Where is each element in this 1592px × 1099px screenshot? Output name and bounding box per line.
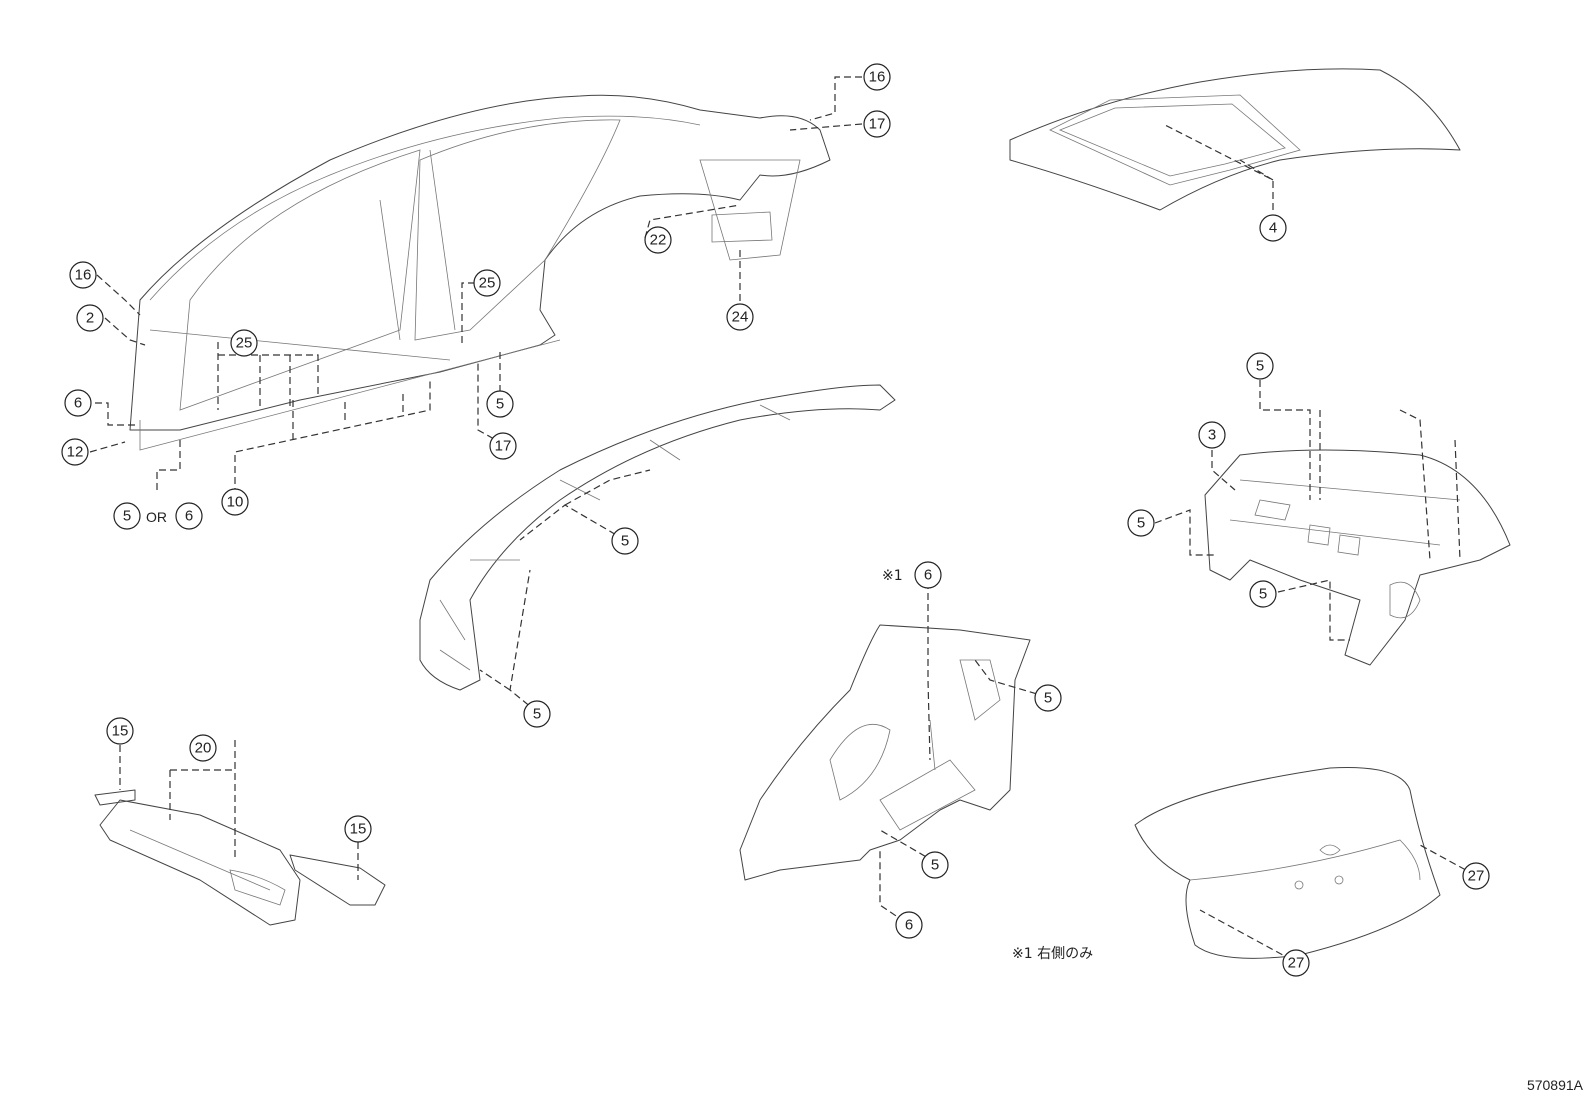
side-body-panel — [129, 94, 831, 451]
svg-text:27: 27 — [1288, 955, 1305, 972]
roof-side-rail — [419, 384, 896, 691]
callout-5-rear-left: 5 — [1127, 509, 1155, 537]
svg-text:24: 24 — [732, 309, 749, 326]
luggage-door — [1134, 767, 1441, 959]
svg-text:3: 3 — [1208, 427, 1216, 444]
callout-27-right: 27 — [1462, 862, 1490, 890]
svg-text:2: 2 — [86, 310, 94, 327]
svg-text:12: 12 — [67, 444, 84, 461]
footnote-right-side-only: ※1 右側のみ — [1012, 946, 1093, 962]
svg-text:5: 5 — [931, 857, 939, 874]
callout-5-sill: 5 — [486, 390, 514, 418]
callout-12: 12 — [61, 438, 89, 466]
or-label: OR — [146, 509, 167, 525]
cowl-panel — [94, 789, 386, 926]
svg-text:6: 6 — [905, 917, 913, 934]
callout-2: 2 — [76, 304, 104, 332]
callout-5-or: 5 — [113, 502, 141, 530]
callout-10: 10 — [221, 488, 249, 516]
ref-mark-label: ※1 — [882, 568, 903, 584]
callout-5-wheelhouse-bottom: 5 — [921, 851, 949, 879]
rear-floor-panel — [1204, 449, 1511, 666]
svg-text:17: 17 — [495, 438, 512, 455]
callout-16-top: 16 — [863, 63, 891, 91]
leader-lines — [89, 76, 1476, 961]
callout-5-rear-bottom: 5 — [1249, 580, 1277, 608]
svg-text:27: 27 — [1468, 868, 1485, 885]
svg-text:16: 16 — [869, 69, 886, 86]
svg-text:6: 6 — [924, 567, 932, 584]
svg-text:5: 5 — [496, 396, 504, 413]
callout-27-bottom: 27 — [1282, 949, 1310, 977]
callout-17-top: 17 — [863, 110, 891, 138]
callout-20: 20 — [189, 734, 217, 762]
callout-4: 4 — [1259, 214, 1287, 242]
svg-text:5: 5 — [1044, 690, 1052, 707]
svg-text:6: 6 — [74, 395, 82, 412]
callout-16-left: 16 — [69, 261, 97, 289]
callout-25-right: 25 — [473, 269, 501, 297]
callout-3: 3 — [1198, 421, 1226, 449]
callout-22: 22 — [644, 226, 672, 254]
svg-text:6: 6 — [185, 508, 193, 525]
svg-text:5: 5 — [123, 508, 131, 525]
svg-text:25: 25 — [236, 335, 253, 352]
svg-text:15: 15 — [112, 723, 129, 740]
svg-text:5: 5 — [533, 706, 541, 723]
callout-25-left: 25 — [230, 329, 258, 357]
svg-text:15: 15 — [350, 821, 367, 838]
callout-15-left: 15 — [106, 717, 134, 745]
callout-6-wheelhouse-bottom: 6 — [895, 911, 923, 939]
svg-text:4: 4 — [1269, 220, 1277, 237]
diagram-id: 570891A — [1527, 1077, 1584, 1093]
svg-text:16: 16 — [75, 267, 92, 284]
svg-text:22: 22 — [650, 232, 667, 249]
quarter-wheel-house — [739, 624, 1031, 881]
callout-5-rail: 5 — [611, 527, 639, 555]
svg-text:5: 5 — [1137, 515, 1145, 532]
svg-text:5: 5 — [1259, 586, 1267, 603]
callout-5-rail-bottom: 5 — [523, 700, 551, 728]
callout-6-or: 6 — [175, 502, 203, 530]
callout-24: 24 — [726, 303, 754, 331]
svg-text:20: 20 — [195, 740, 212, 757]
callout-6-wheelhouse: 6 — [914, 561, 942, 589]
svg-text:10: 10 — [227, 494, 244, 511]
callout-5-rear-top: 5 — [1246, 352, 1274, 380]
roof-panel — [1009, 68, 1461, 211]
svg-text:5: 5 — [621, 533, 629, 550]
callout-15-right: 15 — [344, 815, 372, 843]
svg-text:5: 5 — [1256, 358, 1264, 375]
callout-17-sill: 17 — [489, 432, 517, 460]
callout-6-left: 6 — [64, 389, 92, 417]
svg-text:17: 17 — [869, 116, 886, 133]
svg-text:25: 25 — [479, 275, 496, 292]
callout-5-wheelhouse-right: 5 — [1034, 684, 1062, 712]
